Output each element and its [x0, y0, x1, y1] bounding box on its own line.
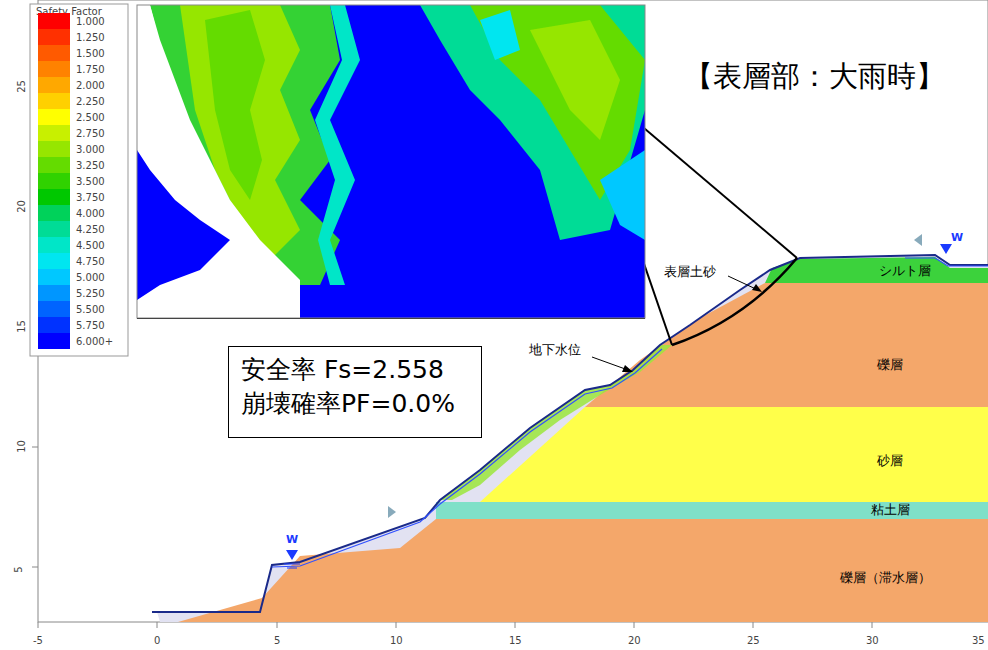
legend-swatch	[38, 237, 70, 253]
legend-value: 4.750	[76, 256, 105, 267]
legend-swatch	[38, 221, 70, 237]
layer-name: 粘土層	[871, 503, 910, 517]
water-mark: W	[951, 232, 963, 244]
result-text: 崩壊確率PF=0.0%	[241, 387, 469, 421]
legend-value: 1.750	[76, 64, 105, 75]
legend-value: 4.000	[76, 208, 105, 219]
water-mark: W	[286, 534, 298, 546]
result-box: 安全率 Fs=2.558崩壊確率PF=0.0%	[228, 346, 482, 438]
legend-swatch	[38, 77, 70, 93]
result-text: 安全率 Fs=2.558	[241, 353, 469, 387]
legend-value: 4.500	[76, 240, 105, 251]
legend-swatch	[38, 301, 70, 317]
legend-swatch	[38, 253, 70, 269]
legend-swatch	[38, 157, 70, 173]
legend-swatch	[38, 173, 70, 189]
axis-tick: 10	[16, 440, 27, 453]
legend-swatch	[38, 125, 70, 141]
legend-swatch	[38, 269, 70, 285]
legend-swatch	[38, 141, 70, 157]
legend-value: 5.500	[76, 304, 105, 315]
axis-tick: 5	[274, 635, 280, 646]
layer-name: シルト層	[879, 264, 931, 278]
legend-value: 2.750	[76, 128, 105, 139]
legend-swatch	[38, 29, 70, 45]
axis-tick: 30	[866, 635, 879, 646]
legend-value: 2.250	[76, 96, 105, 107]
legend-swatch	[38, 317, 70, 333]
axis-tick: 15	[16, 320, 27, 333]
legend-value: 5.000	[76, 272, 105, 283]
callout-label: 表層土砂	[662, 265, 718, 279]
axis-tick: 35	[972, 635, 985, 646]
legend-swatch	[38, 13, 70, 29]
legend-value: 5.750	[76, 320, 105, 331]
layer-name: 礫層（滞水層）	[840, 571, 931, 585]
axis-tick: 20	[16, 200, 27, 213]
legend-value: 1.500	[76, 48, 105, 59]
axis-tick: 15	[509, 635, 522, 646]
legend-swatch	[38, 93, 70, 109]
axis-tick: 0	[154, 635, 160, 646]
legend-value: 2.500	[76, 112, 105, 123]
legend-value: 3.500	[76, 176, 105, 187]
legend-value: 4.250	[76, 224, 105, 235]
legend-swatch	[38, 333, 70, 349]
legend-value: 3.750	[76, 192, 105, 203]
axis-tick: 10	[390, 635, 403, 646]
axis-tick: 20	[628, 635, 641, 646]
chart-title: 【表層部：大雨時】	[684, 61, 945, 93]
legend-value: 5.250	[76, 288, 105, 299]
layer-name: 砂層	[877, 454, 903, 468]
legend-value: 3.000	[76, 144, 105, 155]
axis-tick: 25	[16, 80, 27, 93]
legend-value: 3.250	[76, 160, 105, 171]
legend-value: 1.000	[76, 16, 105, 27]
axis-tick: -5	[33, 635, 43, 646]
legend-swatch	[38, 285, 70, 301]
axis-tick: 5	[13, 566, 24, 572]
layer-name: 礫層	[877, 358, 903, 372]
callout-label: 地下水位	[527, 343, 583, 357]
legend-swatch	[38, 205, 70, 221]
legend-swatch	[38, 109, 70, 125]
axis-tick: 25	[747, 635, 760, 646]
legend-value: 6.000+	[76, 336, 113, 347]
legend-swatch	[38, 61, 70, 77]
legend-swatch	[38, 189, 70, 205]
legend-swatch	[38, 45, 70, 61]
legend-value: 1.250	[76, 32, 105, 43]
legend-value: 2.000	[76, 80, 105, 91]
